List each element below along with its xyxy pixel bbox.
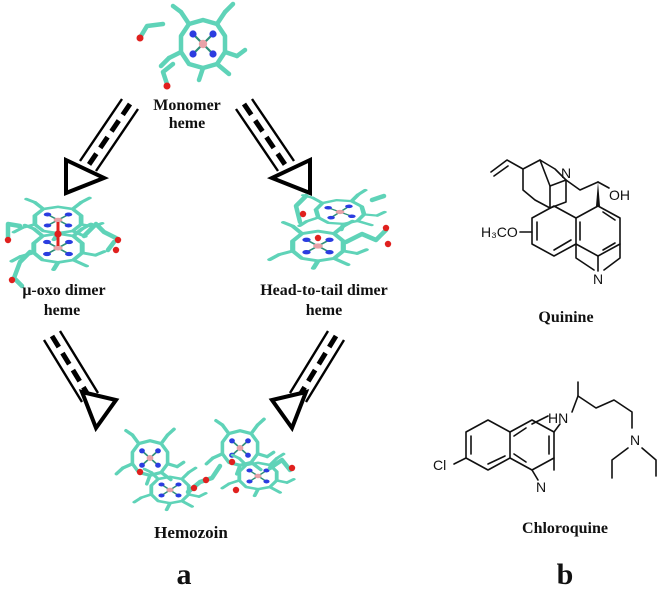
hemozoin-label: Hemozoin xyxy=(154,523,228,542)
monomer-label-line1: Monomer xyxy=(153,97,221,114)
panel-b-label: b xyxy=(557,558,574,589)
quinine-bridge-n: N xyxy=(561,165,571,181)
quinine-methoxy: H₃CO xyxy=(481,224,518,240)
head-to-tail-dimer-molecule xyxy=(270,189,391,268)
mu-oxo-label-line1: μ-oxo dimer xyxy=(22,282,105,299)
chloroquine-ring-n: N xyxy=(536,479,546,495)
arrow-head-to-tail-to-hemozoin xyxy=(268,330,346,433)
head-to-tail-label-line2: heme xyxy=(306,302,342,319)
monomer-label-line2: heme xyxy=(169,115,205,132)
mu-oxo-dimer-molecule xyxy=(4,198,122,289)
hemozoin-molecule xyxy=(114,417,296,512)
panel-a-label: a xyxy=(177,558,192,589)
mu-oxo-label-line2: heme xyxy=(44,302,80,319)
chloroquine-amine-n: N xyxy=(630,432,640,448)
chloroquine-structure xyxy=(453,381,657,481)
panel-b: OH N H₃CO N Quinine HN N Cl N Chloroquin… xyxy=(433,159,657,589)
arrow-monomer-to-head-to-tail xyxy=(235,98,312,196)
chloroquine-hn: HN xyxy=(548,410,568,426)
monomer-heme-molecule xyxy=(136,4,246,90)
quinine-structure xyxy=(490,159,621,257)
head-to-tail-label-line1: Head-to-tail dimer xyxy=(260,282,388,299)
chloroquine-cl: Cl xyxy=(433,457,446,473)
arrow-monomer-to-mu-oxo xyxy=(64,98,139,196)
quinine-ring-n: N xyxy=(593,271,603,287)
quinine-ring-extension xyxy=(575,243,621,272)
quinine-name: Quinine xyxy=(538,309,593,326)
chloroquine-name: Chloroquine xyxy=(522,520,608,537)
arrow-mu-oxo-to-hemozoin xyxy=(42,330,120,433)
panel-a: Monomer heme μ-o xyxy=(4,4,391,589)
quinine-oh: OH xyxy=(609,187,630,203)
